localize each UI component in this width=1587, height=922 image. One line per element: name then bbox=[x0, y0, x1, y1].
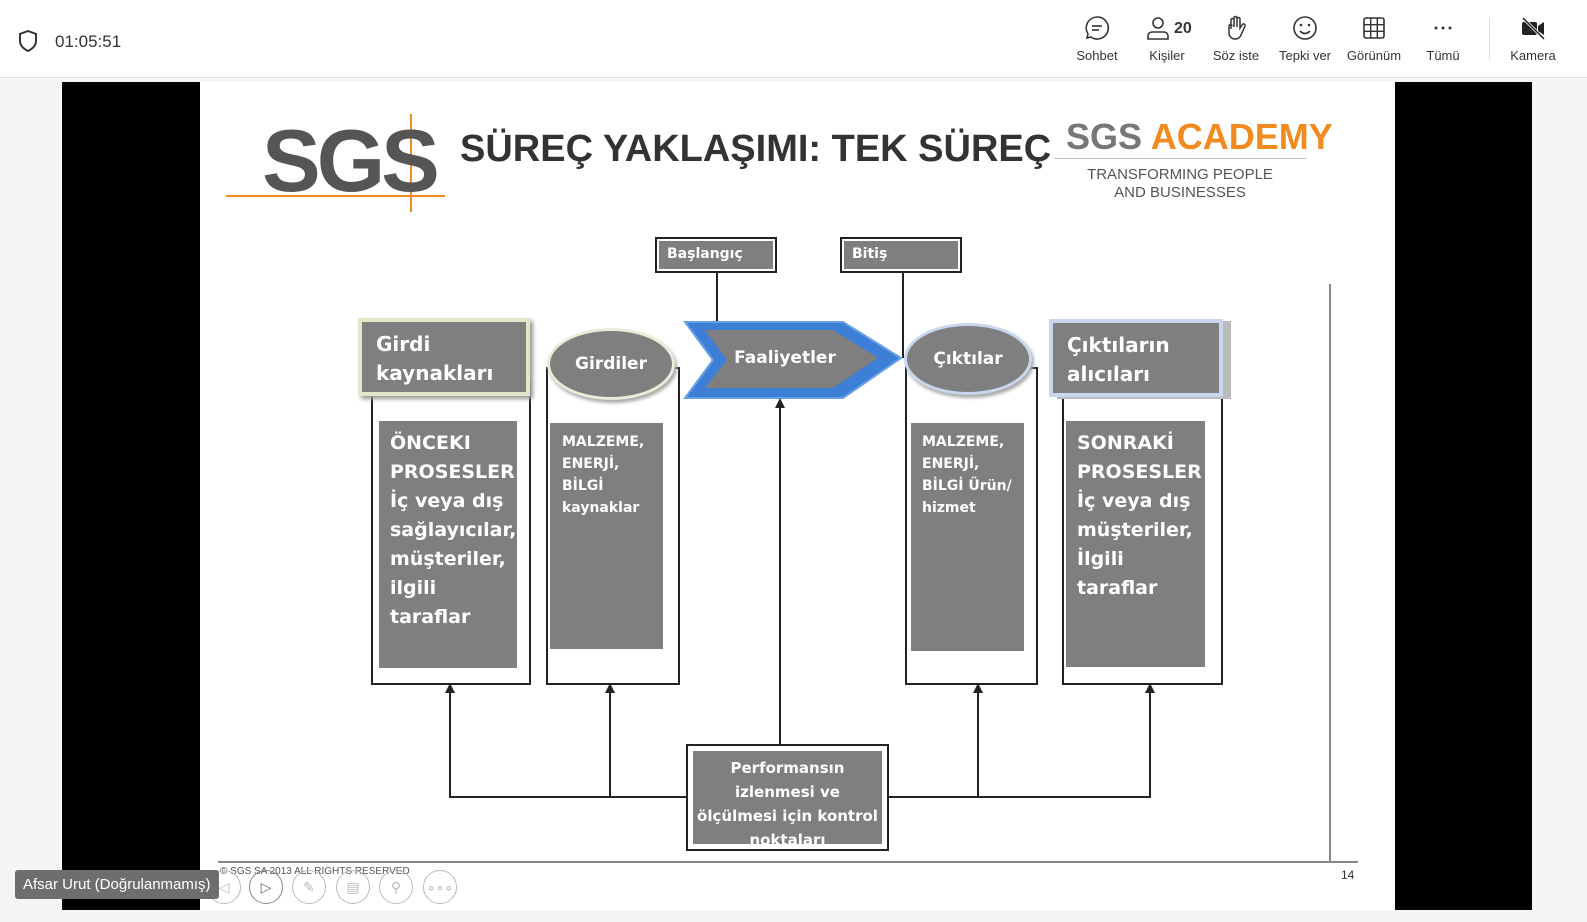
play-icon: ▷ bbox=[260, 878, 272, 895]
smiley-icon bbox=[1293, 16, 1317, 40]
start-box: Başlangıç bbox=[655, 237, 777, 273]
letterbox-left bbox=[62, 82, 200, 910]
more-options-button[interactable]: ∘∘∘ bbox=[423, 870, 457, 904]
arrow-line bbox=[1149, 687, 1151, 798]
arrow-line bbox=[449, 687, 451, 798]
input-details-box: MALZEME, ENERJİ, BİLGİ kaynaklar bbox=[550, 423, 663, 649]
react-button[interactable]: Tepki ver bbox=[1270, 14, 1340, 63]
camera-button[interactable]: Kamera bbox=[1498, 14, 1568, 63]
arrow-line bbox=[977, 687, 979, 798]
slide-vline bbox=[1329, 284, 1331, 862]
activities-arrow bbox=[683, 321, 903, 399]
performance-box: Performansın izlenmesi ve ölçülmesi için… bbox=[686, 744, 889, 851]
input-sources-header: Girdi kaynakları bbox=[358, 318, 530, 396]
logo-hline bbox=[226, 195, 445, 197]
academy-divider bbox=[1054, 158, 1306, 159]
people-icon bbox=[1147, 17, 1169, 40]
start-connector bbox=[716, 273, 718, 323]
more-button[interactable]: Tümü bbox=[1408, 14, 1478, 63]
more-icon: ∘∘∘ bbox=[426, 878, 454, 895]
people-button[interactable]: 20 Kişiler bbox=[1132, 14, 1202, 63]
chat-button[interactable]: Sohbet bbox=[1062, 14, 1132, 63]
logo-vline bbox=[410, 114, 412, 212]
outputs-ellipse: Çıktılar bbox=[904, 323, 1032, 395]
arrowheads bbox=[445, 398, 1155, 693]
slides-button[interactable]: ▤ bbox=[336, 870, 370, 904]
arrow-line bbox=[449, 796, 686, 798]
meeting-toolbar: 01:05:51 Sohbet 20 Kişiler Söz iste Tepk… bbox=[0, 0, 1587, 78]
output-details-box: MALZEME, ENERJİ, BİLGİ Ürün/ hizmet bbox=[911, 423, 1024, 651]
magnifier-icon: ⚲ bbox=[390, 878, 402, 895]
arrow-line bbox=[609, 687, 611, 798]
sgs-logo: SGS bbox=[262, 111, 440, 210]
shared-slide: SGS SÜREÇ YAKLAŞIMI: TEK SÜREÇ SGS ACADE… bbox=[200, 82, 1395, 910]
academy-tagline: TRANSFORMING PEOPLE AND BUSINESSES bbox=[1087, 166, 1273, 201]
activities-label: Faaliyetler bbox=[734, 348, 836, 368]
people-count: 20 bbox=[1174, 20, 1192, 37]
page-number: 14 bbox=[1341, 868, 1355, 882]
shield-icon bbox=[19, 30, 37, 52]
slides-icon: ▤ bbox=[346, 878, 360, 895]
end-box: Bitiş bbox=[840, 237, 962, 273]
grid-icon bbox=[1363, 17, 1385, 39]
next-slide-button[interactable]: ▷ bbox=[249, 870, 283, 904]
chat-icon bbox=[1085, 16, 1110, 40]
letterbox-right bbox=[1395, 82, 1532, 910]
slide-title: SÜREÇ YAKLAŞIMI: TEK SÜREÇ bbox=[460, 128, 1052, 170]
view-button[interactable]: Görünüm bbox=[1339, 14, 1409, 63]
presenter-name-tag: Afsar Urut (Doğrulanmamış) bbox=[15, 870, 219, 899]
arrow-line bbox=[888, 796, 1151, 798]
inputs-ellipse: Girdiler bbox=[547, 328, 675, 400]
footer-line bbox=[218, 861, 1358, 863]
next-processes-box: SONRAKİ PROSESLER İç veya dış müşteriler… bbox=[1066, 421, 1205, 667]
academy-logo: SGS ACADEMY bbox=[1066, 116, 1333, 157]
end-connector bbox=[902, 273, 904, 358]
toolbar-divider bbox=[1489, 18, 1490, 60]
pen-button[interactable]: ✎ bbox=[292, 870, 326, 904]
more-icon bbox=[1434, 26, 1452, 30]
camera-off-icon bbox=[1521, 16, 1546, 41]
raise-hand-button[interactable]: Söz iste bbox=[1201, 14, 1271, 63]
raise-hand-icon bbox=[1228, 15, 1246, 40]
output-receivers-header: Çıktıların alıcıları bbox=[1049, 319, 1223, 397]
zoom-button[interactable]: ⚲ bbox=[379, 870, 413, 904]
previous-processes-box: ÖNCEKI PROSESLER İç veya dış sağlayıcıla… bbox=[379, 421, 517, 668]
meeting-timer: 01:05:51 bbox=[55, 32, 122, 51]
chevron-left-icon: ◁ bbox=[218, 878, 230, 895]
pen-icon: ✎ bbox=[303, 878, 315, 895]
arrow-line bbox=[779, 402, 781, 745]
